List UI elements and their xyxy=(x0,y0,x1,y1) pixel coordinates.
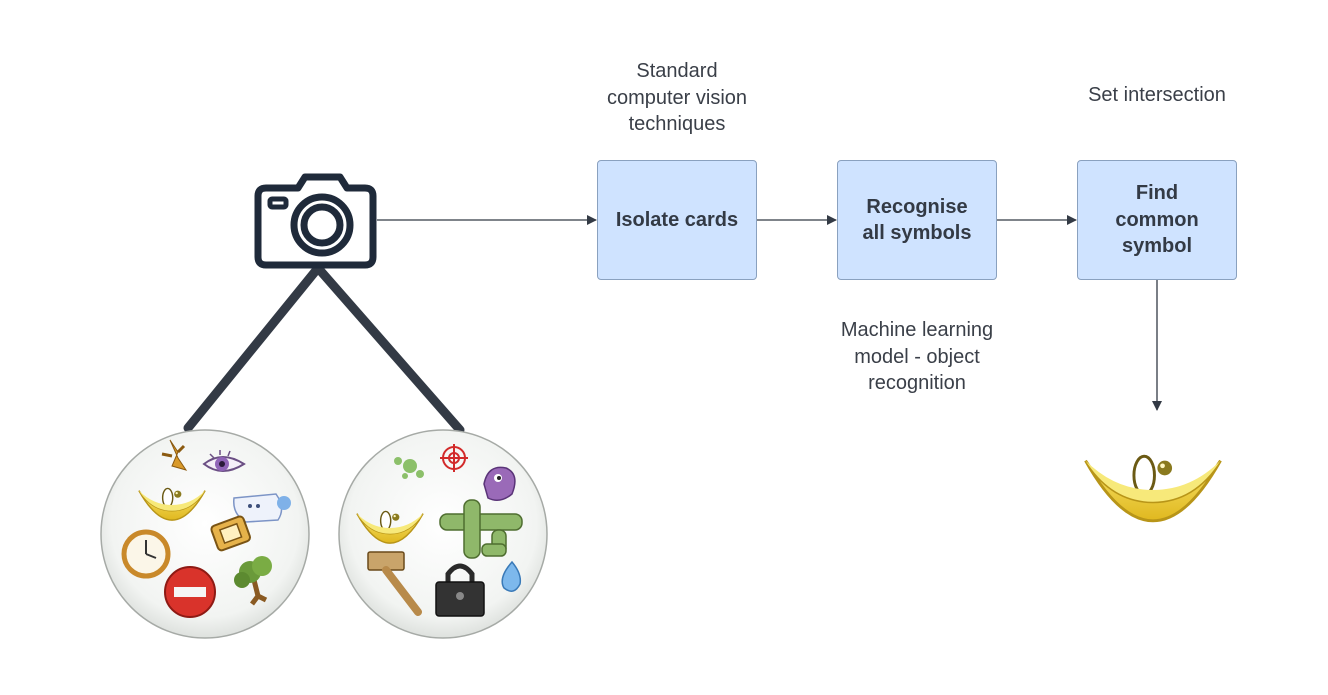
recognise-note-line-3: recognition xyxy=(868,372,966,394)
bird-symbol-icon xyxy=(483,466,516,501)
eye-symbol-icon xyxy=(202,450,246,472)
target-symbol-icon xyxy=(440,444,468,472)
camera-legs xyxy=(183,263,465,435)
flow-arrows xyxy=(377,215,1162,411)
ghost-symbol-icon xyxy=(233,493,291,523)
stop-sign-symbol-icon xyxy=(164,566,216,618)
find-label-line-2: common xyxy=(1115,208,1199,231)
drop-symbol-icon xyxy=(501,560,522,592)
recognise-note-line-1: Machine learning xyxy=(840,319,994,341)
recognise-note: Machine learning model - object recognit… xyxy=(817,317,1017,397)
scorpion-symbol-icon xyxy=(161,439,188,471)
tree-symbol-icon xyxy=(234,556,272,606)
find-label-line-1: Find xyxy=(1135,182,1179,205)
find-note: Set intersection xyxy=(1062,82,1252,109)
isolate-note: Standard computer vision techniques xyxy=(592,58,762,138)
isolate-note-line-2: computer vision xyxy=(606,86,748,109)
find-note-line-1: Set intersection xyxy=(1088,84,1226,106)
recognise-label-line-2: all symbols xyxy=(862,222,972,244)
find-common-symbol-box: Find common symbol xyxy=(1077,160,1237,280)
recognise-symbols-box: Recognise all symbols xyxy=(837,160,997,280)
isolate-cards-label: Isolate cards xyxy=(615,208,739,231)
trophy-symbol-icon xyxy=(210,515,252,552)
isolate-note-line-3: techniques xyxy=(628,113,726,135)
cactus-symbol-icon xyxy=(439,499,523,559)
recognise-label-line-1: Recognise xyxy=(866,195,968,218)
card-left xyxy=(100,429,310,639)
hammer-symbol-icon xyxy=(367,551,422,616)
padlock-symbol-icon xyxy=(435,563,485,617)
splat-symbol-icon xyxy=(394,457,424,479)
isolate-note-line-1: Standard xyxy=(636,60,718,82)
camera-icon xyxy=(254,173,377,269)
find-label-line-3: symbol xyxy=(1121,235,1193,258)
moon-symbol-icon xyxy=(1084,454,1222,523)
isolate-cards-box: Isolate cards xyxy=(597,160,757,280)
clock-symbol-icon xyxy=(121,529,171,579)
card-right xyxy=(338,429,548,639)
recognise-note-line-2: model - object xyxy=(854,345,980,368)
